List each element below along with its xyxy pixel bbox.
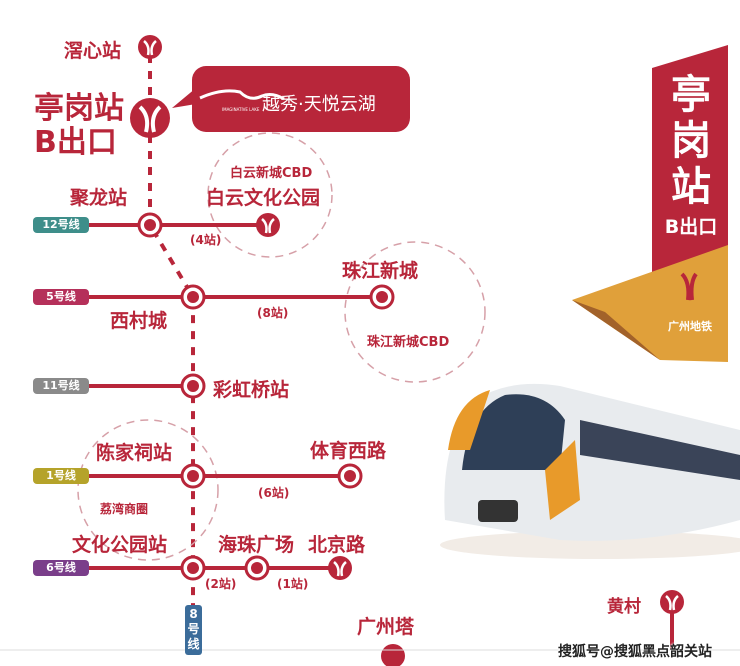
station-ring <box>180 284 206 310</box>
count-5: (8站) <box>257 306 289 320</box>
line-8-track <box>148 55 195 650</box>
line-badge-5: 5号线 <box>33 289 89 305</box>
watermark: 搜狐号@搜狐黑点韶关站 <box>558 644 712 660</box>
area-circle-baiyun <box>207 132 333 258</box>
line-badge-12: 12号线 <box>33 217 89 233</box>
metro-logo-icon <box>680 272 698 301</box>
station-jiaoxin: 滘心站 <box>64 40 122 62</box>
banner-exit: B出口 <box>664 216 718 238</box>
metro-logo-icon <box>130 98 170 138</box>
count-6a: (2站) <box>205 577 237 591</box>
count-6b: (1站) <box>277 577 309 591</box>
station-ring <box>180 373 206 399</box>
station-tiyuxilu: 体育西路 <box>310 440 387 462</box>
train-image <box>440 383 740 559</box>
station-wenhuagongyuan: 文化公园站 <box>72 534 168 556</box>
area-baiyun-cbd: 白云新城CBD <box>230 166 313 181</box>
count-12: (4站) <box>190 233 222 247</box>
line-badge-6: 6号线 <box>33 560 89 576</box>
station-haizhu: 海珠广场 <box>218 534 295 556</box>
line-badge-11: 11号线 <box>33 378 89 394</box>
area-circle-liwan <box>77 419 219 561</box>
station-guangzhouta: 广州塔 <box>357 616 415 638</box>
area-zhujiang-cbd: 珠江新城CBD <box>367 335 450 350</box>
metro-logo-icon <box>256 213 280 237</box>
project-brand: 越秀·天悦云湖 <box>262 94 376 115</box>
metro-logo-icon <box>660 590 684 614</box>
station-ring <box>137 212 163 238</box>
station-beijinglu: 北京路 <box>308 534 366 556</box>
banner-shadow <box>572 300 660 360</box>
station-baiyun-park: 白云文化公园 <box>206 187 321 209</box>
station-name: 亭岗站 <box>34 91 124 126</box>
banner-metro: 广州地铁 <box>668 320 712 333</box>
station-zhujiang: 珠江新城 <box>342 260 419 282</box>
metro-logo-icon <box>381 644 405 666</box>
metro-logo-icon <box>138 35 162 59</box>
project-bubble <box>172 66 410 132</box>
count-1: (6站) <box>258 486 290 500</box>
station-exit: B出口 <box>34 125 117 160</box>
banner-station: 亭岗站 <box>671 72 711 210</box>
station-huangcun: 黄村 <box>607 597 641 617</box>
banner-orange <box>572 245 728 362</box>
station-ring <box>337 463 363 489</box>
station-ring <box>244 555 270 581</box>
station-ring <box>369 284 395 310</box>
station-xicuncheng: 西村城 <box>110 310 168 332</box>
station-ring <box>180 555 206 581</box>
area-circle-zhujiang <box>344 241 486 383</box>
station-julong: 聚龙站 <box>70 187 128 209</box>
metro-logo-icon <box>328 556 352 580</box>
line-badge-1: 1号线 <box>33 468 89 484</box>
station-caihongqiao: 彩虹桥站 <box>213 379 290 401</box>
lake-logo-icon <box>199 89 285 101</box>
area-liwan: 荔湾商圈 <box>100 502 149 516</box>
station-ring <box>180 463 206 489</box>
line-badge-8: 8号线 <box>185 605 202 655</box>
station-chenjiaci: 陈家祠站 <box>96 442 173 464</box>
logo-text: IMAGINATIVE LAKE <box>222 107 260 112</box>
